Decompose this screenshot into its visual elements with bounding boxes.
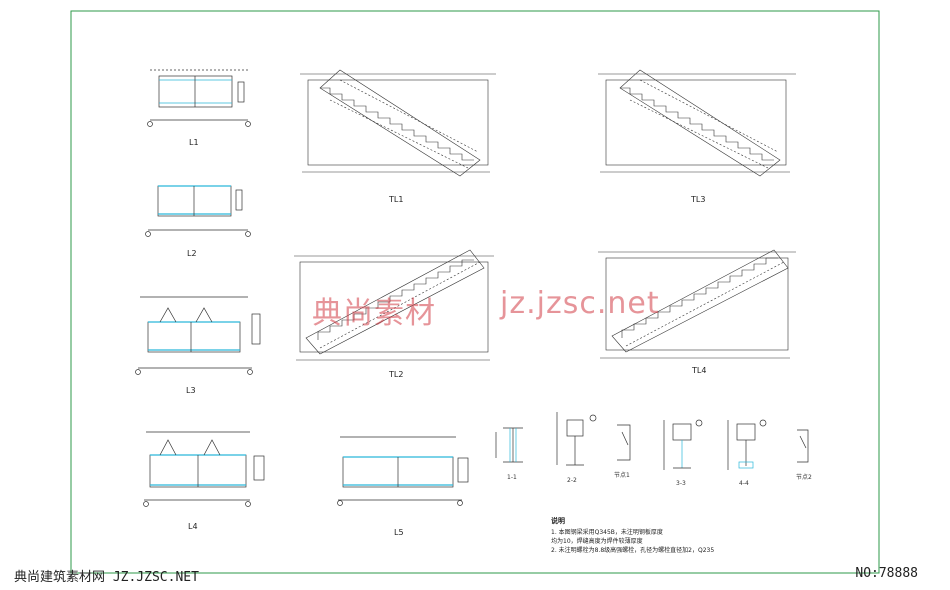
section-2-2 — [556, 412, 597, 466]
stair-tl1-elevation — [300, 69, 496, 177]
stair-tl1-label: TL1 — [389, 195, 404, 204]
watermark-cn: 典尚素材 — [312, 296, 436, 331]
beam-l2-detail — [145, 185, 251, 237]
notes-line-2: 均为10，焊缝高度为焊件较薄厚度 — [551, 538, 643, 545]
stair-tl3-label: TL3 — [691, 195, 706, 204]
section-4-4-label: 4-4 — [739, 480, 749, 487]
stair-tl4-elevation — [598, 249, 796, 359]
section-1-1 — [495, 427, 523, 463]
stair-tl2-elevation — [294, 249, 494, 361]
stair-tl3-elevation — [598, 69, 796, 177]
beam-l5-label: L5 — [394, 528, 404, 537]
beam-l1-detail — [147, 69, 251, 127]
section-1-1-label: 1-1 — [507, 474, 517, 481]
beam-l3-label: L3 — [186, 386, 196, 395]
beam-l2-label: L2 — [187, 249, 197, 258]
section-3-3-label: 3-3 — [676, 480, 686, 487]
watermark-en: jz.jzsc.net — [500, 286, 660, 321]
notes-title: 说明 — [551, 517, 565, 525]
section-2-2-label: 2-2 — [567, 477, 577, 484]
drawing-border-frame — [70, 10, 880, 574]
node-2-label: 节点2 — [796, 474, 812, 481]
beam-l4-label: L4 — [188, 522, 198, 531]
section-4-4 — [727, 419, 767, 470]
notes-line-1: 1. 本图钢梁采用Q345B，未注明钢板厚度 — [551, 529, 663, 536]
node-2-detail — [797, 429, 809, 463]
footer-number: NO:78888 — [855, 566, 918, 581]
node-1-detail — [617, 424, 631, 461]
beam-l4-detail — [143, 431, 265, 507]
beam-l5-detail — [337, 436, 469, 506]
stair-tl4-label: TL4 — [692, 366, 707, 375]
section-3-3 — [663, 419, 703, 470]
stair-tl2-label: TL2 — [389, 370, 404, 379]
notes-line-3: 2. 未注明螺栓为8.8级高强螺栓，孔径为螺栓直径加2，Q235 — [551, 547, 715, 554]
footer-site-text: 典尚建筑素材网 JZ.JZSC.NET — [14, 570, 199, 585]
beam-l1-label: L1 — [189, 138, 199, 147]
node-1-label: 节点1 — [614, 472, 630, 479]
beam-l3-detail — [135, 296, 261, 375]
